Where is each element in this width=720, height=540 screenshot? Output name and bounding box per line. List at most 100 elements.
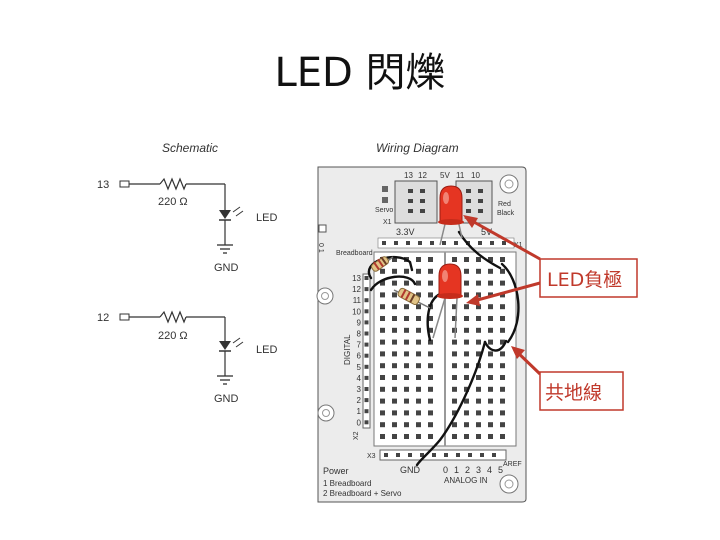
wire-gnd-link — [483, 339, 508, 352]
servo-label: Servo — [375, 207, 393, 214]
mounting-hole — [317, 404, 335, 422]
breadboard-hole — [392, 316, 397, 321]
breadboard-hole — [452, 316, 457, 321]
breadboard-hole — [490, 241, 494, 245]
ground-label: GND — [214, 262, 239, 274]
breadboard-hole — [380, 386, 385, 392]
breadboard-hole — [428, 351, 433, 357]
breadboard-hole — [428, 434, 433, 439]
breadboard-hole — [416, 375, 421, 380]
breadboard-hole — [476, 292, 481, 298]
breadboard-hole — [404, 327, 409, 333]
led-2 — [432, 263, 463, 339]
breadboard-hole — [416, 268, 421, 274]
breadboard-hole — [452, 434, 457, 439]
breadboard-hole — [488, 257, 493, 262]
breadboard-hole — [452, 363, 457, 369]
breadboard-hole — [392, 410, 397, 416]
breadboard-hole — [488, 434, 493, 439]
breadboard-hole — [404, 422, 409, 428]
breadboard-hole — [416, 292, 421, 298]
breadboard-hole — [432, 453, 436, 457]
bottom-header — [379, 449, 507, 461]
schematic-heading: Schematic — [162, 141, 218, 155]
breadboard-hole — [364, 420, 369, 425]
ground-symbol — [217, 375, 233, 385]
breadboard-hole — [404, 351, 409, 357]
breadboard-hole — [418, 241, 422, 245]
breadboard-hole — [364, 331, 369, 336]
breadboard-hole — [452, 386, 457, 392]
breadboard-hole — [416, 434, 421, 439]
header-pin-12: 12 — [418, 171, 427, 180]
breadboard-hole — [416, 304, 421, 310]
breadboard-hole — [452, 339, 457, 345]
header-pin-11: 11 — [456, 171, 465, 180]
breadboard-hole — [500, 386, 505, 392]
breadboard-hole — [500, 280, 505, 286]
breadboard-hole — [464, 268, 469, 274]
analog-pin-label: 4 — [487, 465, 492, 475]
side-label: 0 1 — [317, 243, 324, 253]
breadboard-hole — [488, 386, 493, 392]
breadboard-hole — [492, 453, 496, 457]
power-option-1: 1 Breadboard — [323, 479, 371, 488]
breadboard-hole — [396, 453, 400, 457]
breadboard-hole — [452, 327, 457, 333]
breadboard-hole — [428, 268, 433, 274]
breadboard-hole — [364, 276, 369, 280]
breadboard-hole — [416, 386, 421, 392]
breadboard-hole — [404, 339, 409, 345]
breadboard-hole — [416, 316, 421, 321]
power-option-2: 2 Breadboard + Servo — [323, 489, 402, 498]
breadboard-hole — [404, 363, 409, 369]
breadboard-hole — [428, 410, 433, 416]
breadboard-hole — [416, 422, 421, 428]
wiring-heading: Wiring Diagram — [376, 141, 459, 155]
x1-label: X1 — [383, 219, 392, 226]
led-label: LED — [256, 212, 277, 224]
breadboard-hole — [488, 422, 493, 428]
breadboard-hole — [428, 257, 433, 262]
breadboard-hole — [464, 386, 469, 392]
breadboard-hole — [380, 316, 385, 321]
callout-ground-text: 共地線 — [545, 382, 602, 404]
callout-cathode: LED負極 — [463, 215, 638, 306]
breadboard-hole — [364, 409, 369, 414]
breadboard-hole — [500, 398, 505, 404]
schematic-circuit-1: 13 220 Ω LED GND — [97, 177, 277, 274]
breadboard-hole — [464, 327, 469, 333]
breadboard-hole — [488, 304, 493, 310]
breadboard-hole — [380, 280, 385, 286]
breadboard-hole — [392, 351, 397, 357]
breadboard-hole — [380, 410, 385, 416]
breadboard-hole — [364, 353, 369, 358]
breadboard-hole — [404, 316, 409, 321]
breadboard-hole — [394, 241, 398, 245]
breadboard-hole — [500, 363, 505, 369]
digital-pin-label: 10 — [352, 307, 361, 316]
pin-terminal — [119, 180, 130, 188]
pin-label-13: 13 — [97, 179, 109, 191]
breadboard-hole — [454, 241, 458, 245]
breadboard-hole — [384, 453, 388, 457]
analog-pin-label: 3 — [476, 465, 481, 475]
breadboard-hole — [488, 316, 493, 321]
led-label: LED — [256, 344, 277, 356]
breadboard-hole — [416, 410, 421, 416]
breadboard-hole — [416, 351, 421, 357]
breadboard-hole — [416, 398, 421, 404]
breadboard-hole — [452, 375, 457, 380]
mounting-hole — [499, 174, 519, 194]
breadboard-hole — [500, 434, 505, 439]
breadboard-hole — [392, 339, 397, 345]
breadboard-hole — [416, 339, 421, 345]
analog-pin-label: 1 — [454, 465, 459, 475]
breadboard-hole — [488, 375, 493, 380]
slide-title: LED 閃爍 — [274, 50, 446, 96]
breadboard-hole — [476, 422, 481, 428]
breadboard-hole — [392, 280, 397, 286]
breadboard-hole — [476, 375, 481, 380]
breadboard-hole — [488, 363, 493, 369]
